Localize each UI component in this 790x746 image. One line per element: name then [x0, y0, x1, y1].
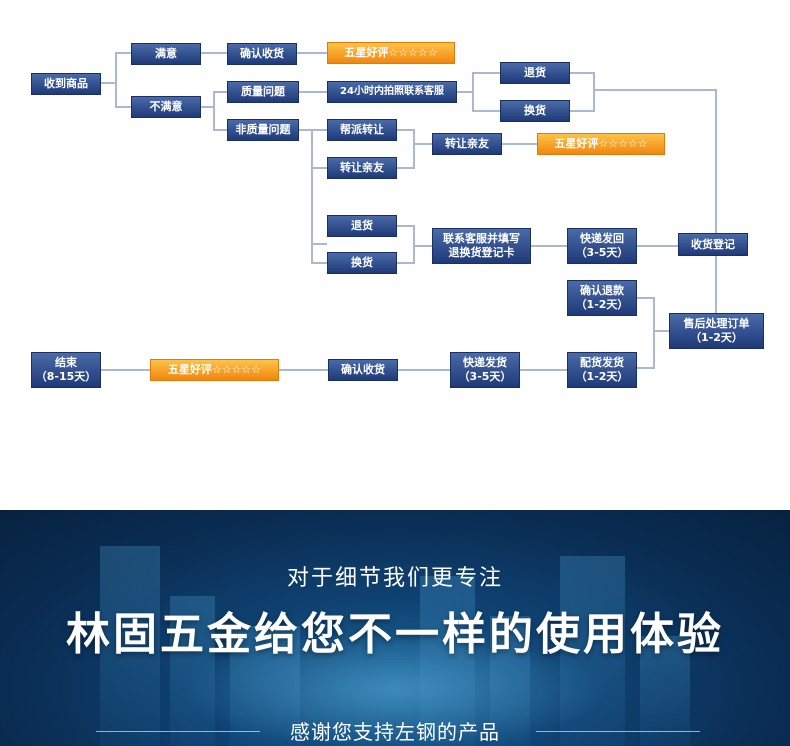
divider-right	[536, 731, 700, 732]
after-sales-order-node: 售后处理订单 （1-2天）	[669, 313, 764, 349]
five-star-review-node-2: 五星好评☆☆☆☆☆	[537, 133, 665, 155]
confirm-refund-node: 确认退款 （1-2天）	[567, 280, 637, 316]
after-sales-flowchart: 收到商品 满意 不满意 确认收货 五星好评☆☆☆☆☆ 质量问题 非质量问题 24…	[31, 42, 764, 388]
building-silhouette	[170, 596, 215, 746]
satisfied-node: 满意	[131, 43, 201, 65]
building-silhouette	[100, 546, 160, 746]
banner-headline: 林固五金给您不一样的使用体验	[66, 609, 724, 660]
exchange-node-2: 换货	[327, 252, 397, 274]
five-star-review-node: 五星好评☆☆☆☆☆	[327, 42, 455, 64]
quality-issue-node: 质量问题	[227, 81, 299, 103]
building-silhouette	[640, 636, 690, 746]
ship-goods-node: 配货发货 （1-2天）	[567, 352, 637, 388]
building-silhouette	[490, 616, 530, 746]
express-ship-node: 快递发货 （3-5天）	[450, 352, 520, 388]
contact-fill-card-node: 联系客服并填写 退换货登记卡	[432, 228, 531, 264]
help-transfer-node: 帮派转让	[327, 119, 397, 141]
received-goods-node: 收到商品	[31, 73, 101, 95]
return-node-1: 退货	[500, 62, 570, 84]
connector-lines	[101, 52, 717, 371]
express-return-node: 快递发回 （3-5天）	[567, 228, 637, 264]
confirm-receipt-node: 确认收货	[227, 43, 297, 65]
banner-glow	[180, 630, 610, 746]
transfer-friend-node-2: 转让亲友	[432, 133, 502, 155]
dissatisfied-node: 不满意	[131, 96, 201, 118]
promo-banner: 对于细节我们更专注 林固五金给您不一样的使用体验 感谢您支持左钢的产品	[0, 510, 790, 746]
banner-thanks-text: 感谢您支持左钢的产品	[290, 720, 500, 744]
banner-subtitle: 对于细节我们更专注	[286, 566, 503, 591]
non-quality-issue-node: 非质量问题	[227, 119, 299, 141]
transfer-friend-node-1: 转让亲友	[327, 157, 397, 179]
confirm-receipt-node-2: 确认收货	[328, 359, 398, 381]
divider-left	[96, 731, 260, 732]
exchange-node-1: 换货	[500, 100, 570, 122]
photo-contact-service-node: 24小时内拍照联系客服	[327, 81, 457, 103]
end-node: 结束 （8-15天）	[31, 352, 101, 388]
return-node-2: 退货	[327, 215, 397, 237]
building-silhouette	[230, 626, 300, 746]
receipt-register-node: 收货登记	[678, 233, 748, 256]
building-silhouette	[420, 576, 475, 746]
five-star-review-node-3: 五星好评☆☆☆☆☆	[150, 359, 279, 381]
building-silhouette	[560, 556, 625, 746]
